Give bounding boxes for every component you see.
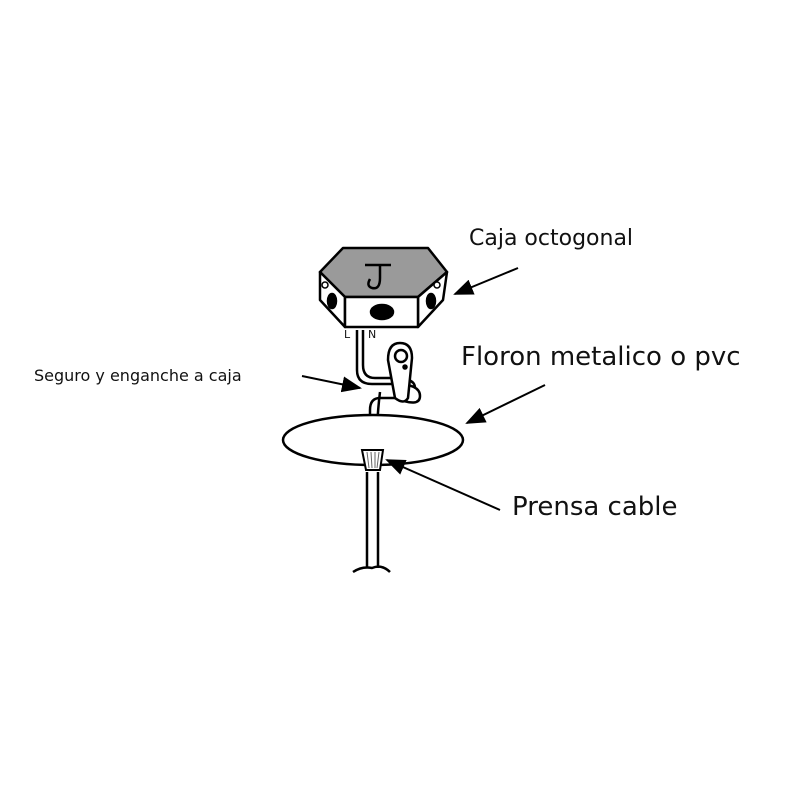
hook-and-wire xyxy=(355,330,422,429)
label-neutral: N xyxy=(368,328,377,341)
cable xyxy=(352,472,391,574)
label-canopy: Floron metalico o pvc xyxy=(461,342,741,372)
label-box: Caja octogonal xyxy=(469,226,634,251)
label-hook: Seguro y enganche a caja xyxy=(34,366,242,385)
label-gland: Prensa cable xyxy=(512,492,678,522)
cable-gland xyxy=(360,449,385,471)
octagonal-box xyxy=(318,246,449,329)
arrows xyxy=(301,267,546,511)
label-live: L xyxy=(344,328,351,341)
